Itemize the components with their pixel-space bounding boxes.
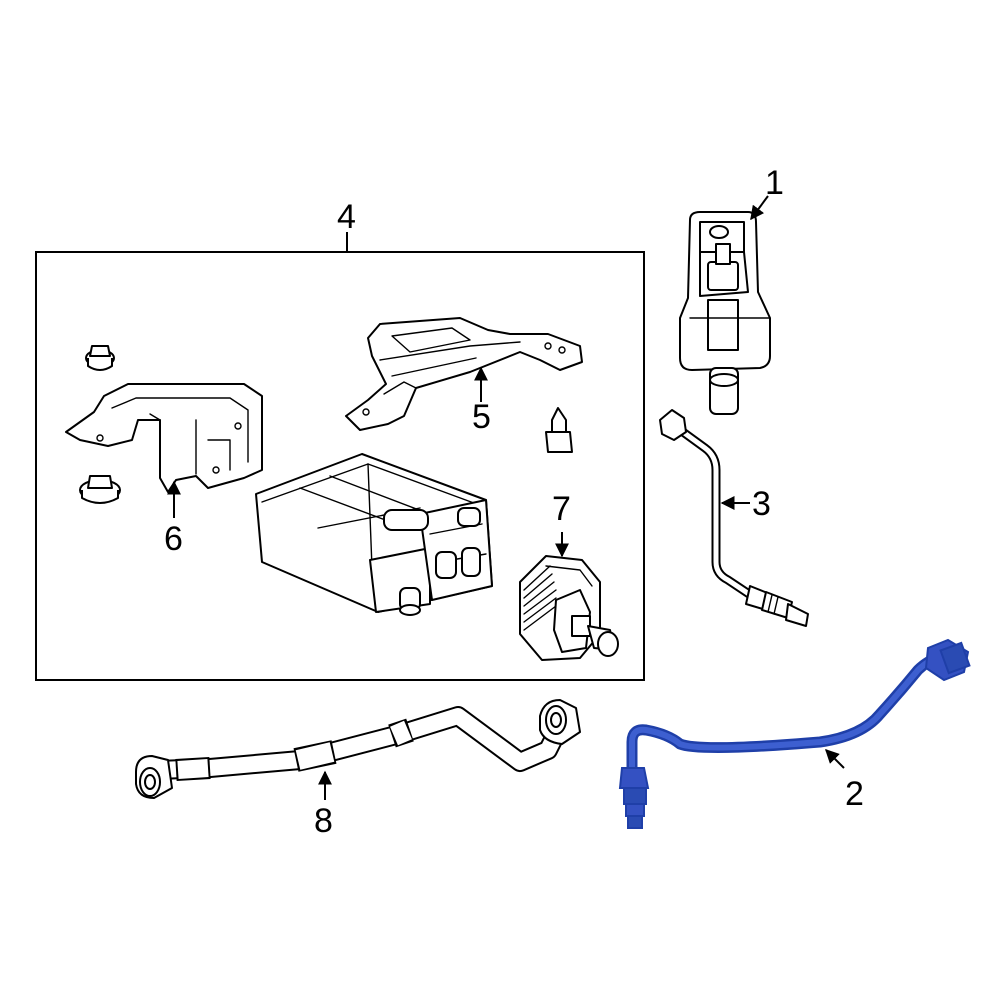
callout-3: 3 — [752, 485, 771, 523]
part-5-canister-bracket[interactable] — [345, 317, 583, 431]
callout-8: 8 — [314, 802, 333, 840]
callout-2: 2 — [845, 775, 864, 813]
clip-bottom-left — [79, 475, 121, 504]
part-7-filter[interactable] — [519, 555, 619, 661]
clip-top-left — [85, 345, 115, 371]
charcoal-canister[interactable] — [255, 453, 493, 616]
leader-arrows — [167, 195, 845, 800]
part-6-bracket[interactable] — [65, 383, 263, 493]
part-8-vapor-hose[interactable] — [135, 699, 581, 799]
part-3-oxygen-sensor[interactable] — [659, 409, 809, 627]
callout-1: 1 — [765, 164, 784, 202]
part-1-vsv-valve[interactable] — [679, 211, 771, 415]
assembly-group-box — [35, 232, 645, 681]
callout-4: 4 — [337, 198, 356, 236]
callout-6: 6 — [164, 520, 183, 558]
clip-right — [545, 407, 573, 453]
callout-5: 5 — [472, 398, 491, 436]
part-2-oxygen-sensor-highlighted[interactable] — [618, 638, 971, 829]
callout-7: 7 — [552, 490, 571, 528]
